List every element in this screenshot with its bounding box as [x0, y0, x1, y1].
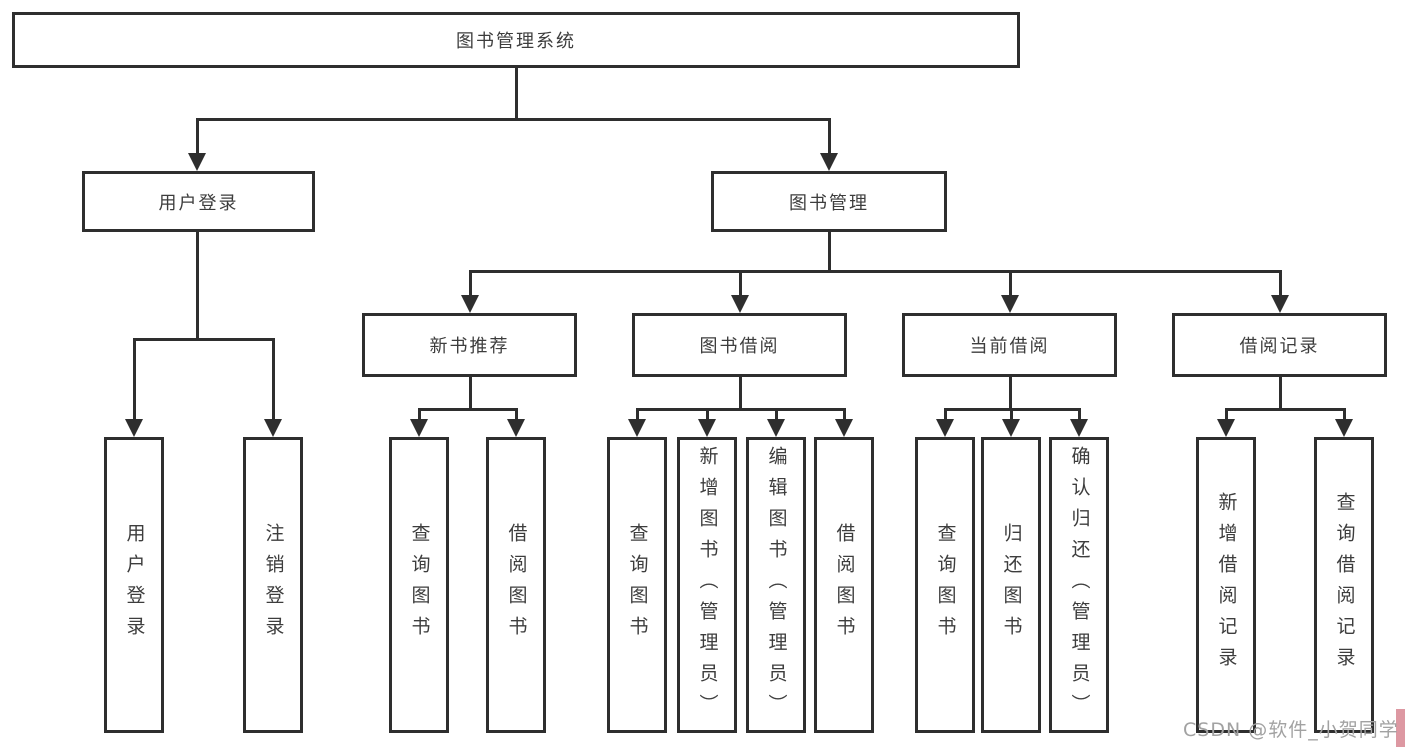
leaf-borrowing-query-book-label: 查询图书	[626, 523, 649, 647]
watermark: CSDN @软件_小贺同学	[1183, 715, 1399, 742]
connector-drop	[775, 408, 778, 421]
connector-drop-new-book	[469, 270, 472, 297]
watermark-accent-strip	[1396, 709, 1405, 747]
leaf-current-confirm-return-admin-label: 确认归还（管理员）	[1068, 445, 1091, 725]
connector-user-login-stem	[196, 232, 199, 338]
connector-new-book-bar	[418, 408, 517, 411]
connector-drop	[944, 408, 947, 421]
connector-drop	[1010, 408, 1013, 421]
connector-drop	[1225, 408, 1228, 421]
leaf-borrowing-query-book: 查询图书	[607, 437, 667, 733]
leaf-borrowing-borrow-book: 借阅图书	[814, 437, 874, 733]
connector-drop	[418, 408, 421, 421]
leaf-logout: 注销登录	[243, 437, 303, 733]
leaf-records-query-record-label: 查询借阅记录	[1333, 492, 1356, 678]
connector-current-borrow-stem	[1009, 377, 1012, 408]
node-borrow-records-label: 借阅记录	[1239, 336, 1320, 357]
arrowhead-down-icon	[835, 419, 853, 437]
leaf-records-query-record: 查询借阅记录	[1314, 437, 1374, 733]
arrowhead-down-icon	[1002, 419, 1020, 437]
arrowhead-down-icon	[125, 419, 143, 437]
arrowhead-down-icon	[698, 419, 716, 437]
connector-borrow-records-stem	[1279, 377, 1282, 408]
connector-drop-book-mgmt	[828, 118, 831, 155]
leaf-newbook-query-book: 查询图书	[389, 437, 449, 733]
connector-root-stem	[515, 68, 518, 118]
arrowhead-down-icon	[767, 419, 785, 437]
connector-book-borrow-bar	[636, 408, 846, 411]
connector-drop	[706, 408, 709, 421]
leaf-borrowing-edit-book-admin: 编辑图书（管理员）	[746, 437, 806, 733]
connector-book-borrow-stem	[739, 377, 742, 408]
leaf-current-confirm-return-admin: 确认归还（管理员）	[1049, 437, 1109, 733]
arrowhead-down-icon	[410, 419, 428, 437]
connector-drop-user-login	[196, 118, 199, 155]
node-current-borrowing-label: 当前借阅	[969, 336, 1050, 357]
arrowhead-down-icon	[1070, 419, 1088, 437]
connector-drop-current-borrow	[1009, 270, 1012, 297]
connector-drop	[1343, 408, 1346, 421]
connector-level2-bar	[196, 118, 831, 121]
leaf-newbook-borrow-book-label: 借阅图书	[505, 523, 528, 647]
leaf-current-return-book: 归还图书	[981, 437, 1041, 733]
leaf-current-query-book-label: 查询图书	[934, 523, 957, 647]
arrowhead-down-icon	[188, 153, 206, 171]
node-current-borrowing: 当前借阅	[902, 313, 1117, 377]
leaf-borrowing-add-book-admin-label: 新增图书（管理员）	[696, 445, 719, 725]
node-root-label: 图书管理系统	[456, 31, 576, 52]
leaf-records-add-record-label: 新增借阅记录	[1215, 492, 1238, 678]
leaf-logout-label: 注销登录	[262, 523, 285, 647]
arrowhead-down-icon	[264, 419, 282, 437]
leaf-borrowing-add-book-admin: 新增图书（管理员）	[677, 437, 737, 733]
connector-level3-bar	[469, 270, 1282, 273]
arrowhead-down-icon	[507, 419, 525, 437]
node-book-borrowing: 图书借阅	[632, 313, 847, 377]
connector-drop-leaf-login	[133, 338, 136, 421]
leaf-user-login: 用户登录	[104, 437, 164, 733]
arrowhead-down-icon	[936, 419, 954, 437]
connector-drop	[515, 408, 518, 421]
node-new-book-recommend-label: 新书推荐	[429, 336, 510, 357]
leaf-current-return-book-label: 归还图书	[1000, 523, 1023, 647]
leaf-newbook-query-book-label: 查询图书	[408, 523, 431, 647]
connector-book-mgmt-stem	[828, 232, 831, 270]
connector-borrow-records-bar	[1225, 408, 1345, 411]
arrowhead-down-icon	[461, 295, 479, 313]
arrowhead-down-icon	[820, 153, 838, 171]
arrowhead-down-icon	[1335, 419, 1353, 437]
node-user-login: 用户登录	[82, 171, 315, 232]
leaf-records-add-record: 新增借阅记录	[1196, 437, 1256, 733]
leaf-user-login-label: 用户登录	[123, 523, 146, 647]
connector-user-login-bar	[133, 338, 275, 341]
node-root: 图书管理系统	[12, 12, 1020, 68]
connector-drop-leaf-logout	[272, 338, 275, 421]
connector-drop-book-borrow	[739, 270, 742, 297]
leaf-current-query-book: 查询图书	[915, 437, 975, 733]
connector-drop-borrow-records	[1279, 270, 1282, 297]
node-book-management-label: 图书管理	[789, 192, 869, 214]
leaf-newbook-borrow-book: 借阅图书	[486, 437, 546, 733]
connector-drop	[1078, 408, 1081, 421]
arrowhead-down-icon	[628, 419, 646, 437]
arrowhead-down-icon	[1001, 295, 1019, 313]
node-book-borrowing-label: 图书借阅	[699, 336, 780, 357]
arrowhead-down-icon	[731, 295, 749, 313]
arrowhead-down-icon	[1217, 419, 1235, 437]
connector-drop	[843, 408, 846, 421]
node-new-book-recommend: 新书推荐	[362, 313, 577, 377]
node-user-login-label: 用户登录	[158, 192, 239, 214]
connector-drop	[636, 408, 639, 421]
watermark-text: CSDN @软件_小贺同学	[1183, 719, 1399, 741]
connector-new-book-stem	[469, 377, 472, 408]
leaf-borrowing-edit-book-admin-label: 编辑图书（管理员）	[765, 445, 788, 725]
arrowhead-down-icon	[1271, 295, 1289, 313]
node-book-management: 图书管理	[711, 171, 947, 232]
node-borrow-records: 借阅记录	[1172, 313, 1387, 377]
leaf-borrowing-borrow-book-label: 借阅图书	[833, 523, 856, 647]
